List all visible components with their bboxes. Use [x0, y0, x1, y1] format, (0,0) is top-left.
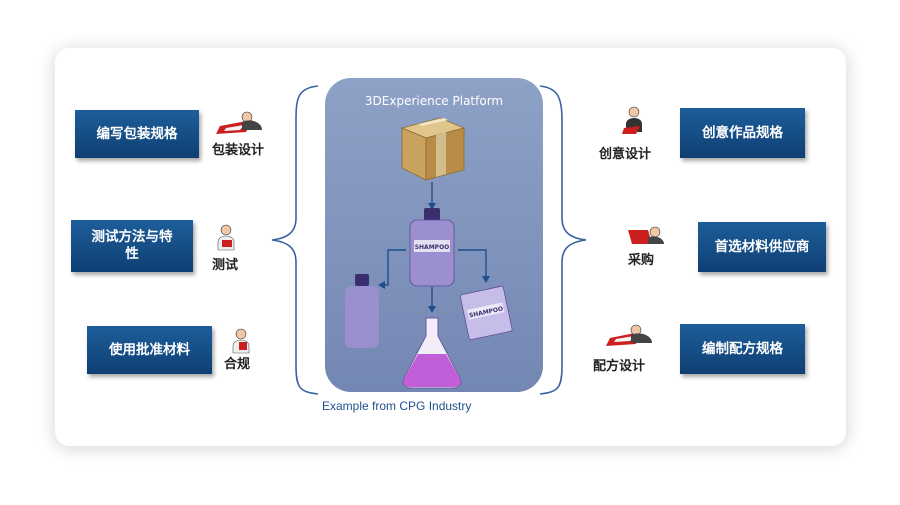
platform-title: 3DExperience Platform: [364, 94, 504, 108]
person-icon-testing: [217, 224, 235, 251]
bottle-label-text: SHAMPOO: [415, 244, 450, 251]
box-creative-spec: 创意作品规格: [680, 108, 805, 158]
activity-compliance: 合规: [224, 357, 251, 372]
flask-icon: [402, 317, 462, 389]
box-packaging-spec-label: 编写包装规格: [96, 125, 178, 142]
left-brace: [271, 85, 319, 395]
box-approved-materials-label: 使用批准材料: [109, 341, 190, 358]
person-icon-packaging: [216, 111, 262, 134]
activity-purchasing: 采购: [628, 253, 655, 268]
box-creative-spec-label: 创意作品规格: [702, 124, 783, 141]
box-preferred-supplier-label: 首选材料供应商: [714, 238, 810, 255]
box-preferred-supplier: 首选材料供应商: [698, 222, 826, 272]
activity-formula-design: 配方设计: [593, 359, 646, 374]
box-test-methods: 测试方法与特 性: [71, 220, 193, 272]
person-icon-purchasing: [628, 226, 664, 244]
box-approved-materials: 使用批准材料: [87, 326, 212, 374]
person-icon-compliance: [232, 328, 250, 354]
box-formula-spec-label: 编制配方规格: [702, 340, 783, 357]
activity-testing: 测试: [212, 258, 239, 273]
person-icon-formula: [606, 324, 652, 346]
activity-creative-design: 创意设计: [599, 147, 652, 162]
box-packaging-spec: 编写包装规格: [75, 110, 199, 158]
box-test-methods-label: 测试方法与特 性: [91, 229, 173, 262]
plain-bottle-icon: [345, 274, 379, 348]
arrow-heads: [378, 203, 490, 313]
caption: Example from CPG Industry: [322, 399, 472, 413]
shampoo-label-icon: SHAMPOO: [459, 285, 513, 341]
person-icon-creative: [622, 106, 642, 134]
right-brace: [539, 85, 587, 395]
activity-packaging-design: 包装设计: [212, 143, 265, 158]
cardboard-box-icon: [400, 117, 466, 181]
shampoo-bottle-icon: SHAMPOO: [409, 208, 455, 287]
box-formula-spec: 编制配方规格: [680, 324, 805, 374]
flow-arrows: [384, 182, 487, 308]
